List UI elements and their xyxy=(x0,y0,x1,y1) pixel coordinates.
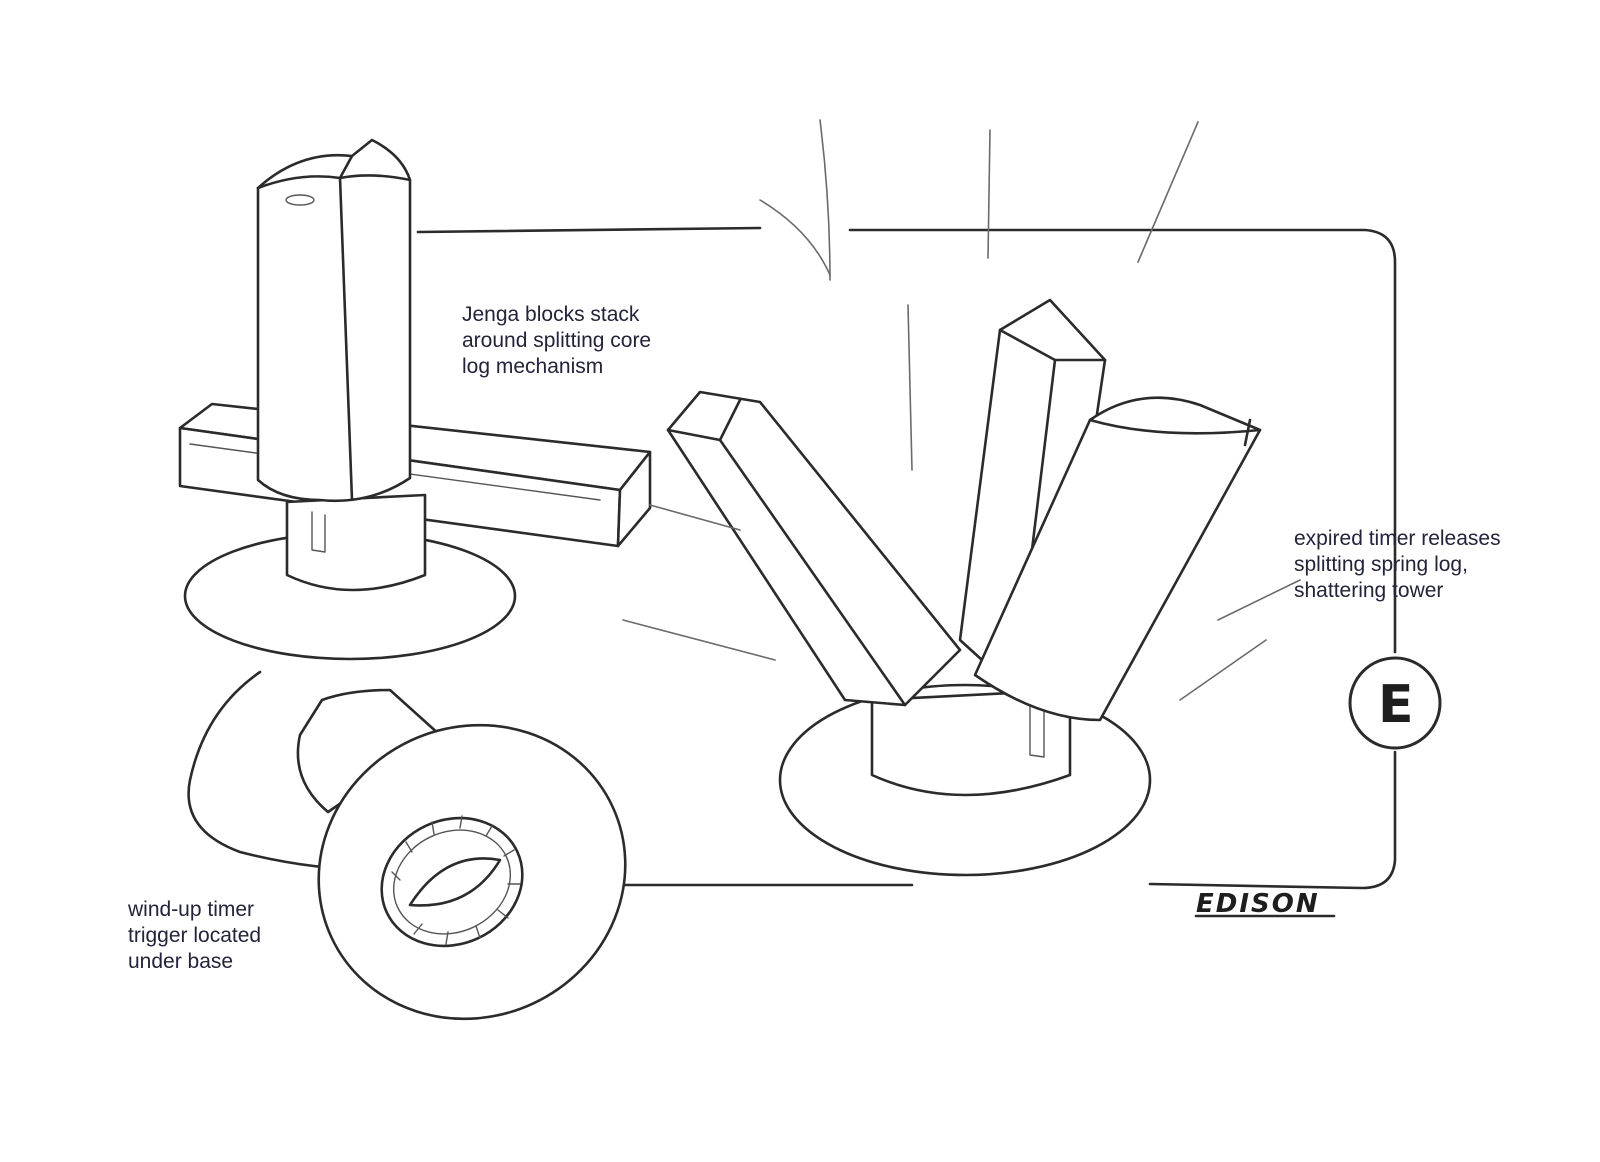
burst-lines xyxy=(622,119,1301,701)
caption-line: Jenga blocks stack xyxy=(462,303,640,326)
caption-line: under base xyxy=(128,950,234,973)
svg-text:EDISON: EDISON xyxy=(1196,889,1320,919)
exploding-tower xyxy=(666,298,1262,877)
caption-timer-release: expired timer releases splitting spring … xyxy=(1294,526,1501,604)
caption-line: trigger located xyxy=(128,924,262,947)
caption-windup-timer: wind-up timer trigger located under base xyxy=(128,897,261,975)
left-tower-core xyxy=(256,138,427,592)
e-seal: E xyxy=(1348,656,1442,750)
caption-jenga-stack: Jenga blocks stack around splitting core… xyxy=(462,302,651,380)
caption-line: wind-up timer xyxy=(128,898,255,921)
timer-underside xyxy=(296,688,627,1021)
artist-signature: EDISON xyxy=(1194,889,1336,919)
caption-line: expired timer releases xyxy=(1294,527,1501,550)
caption-line: log mechanism xyxy=(462,355,604,378)
caption-line: splitting spring log, xyxy=(1294,553,1468,576)
svg-text:E: E xyxy=(1378,675,1414,735)
caption-line: around splitting core xyxy=(462,329,652,352)
caption-line: shattering tower xyxy=(1294,579,1444,602)
